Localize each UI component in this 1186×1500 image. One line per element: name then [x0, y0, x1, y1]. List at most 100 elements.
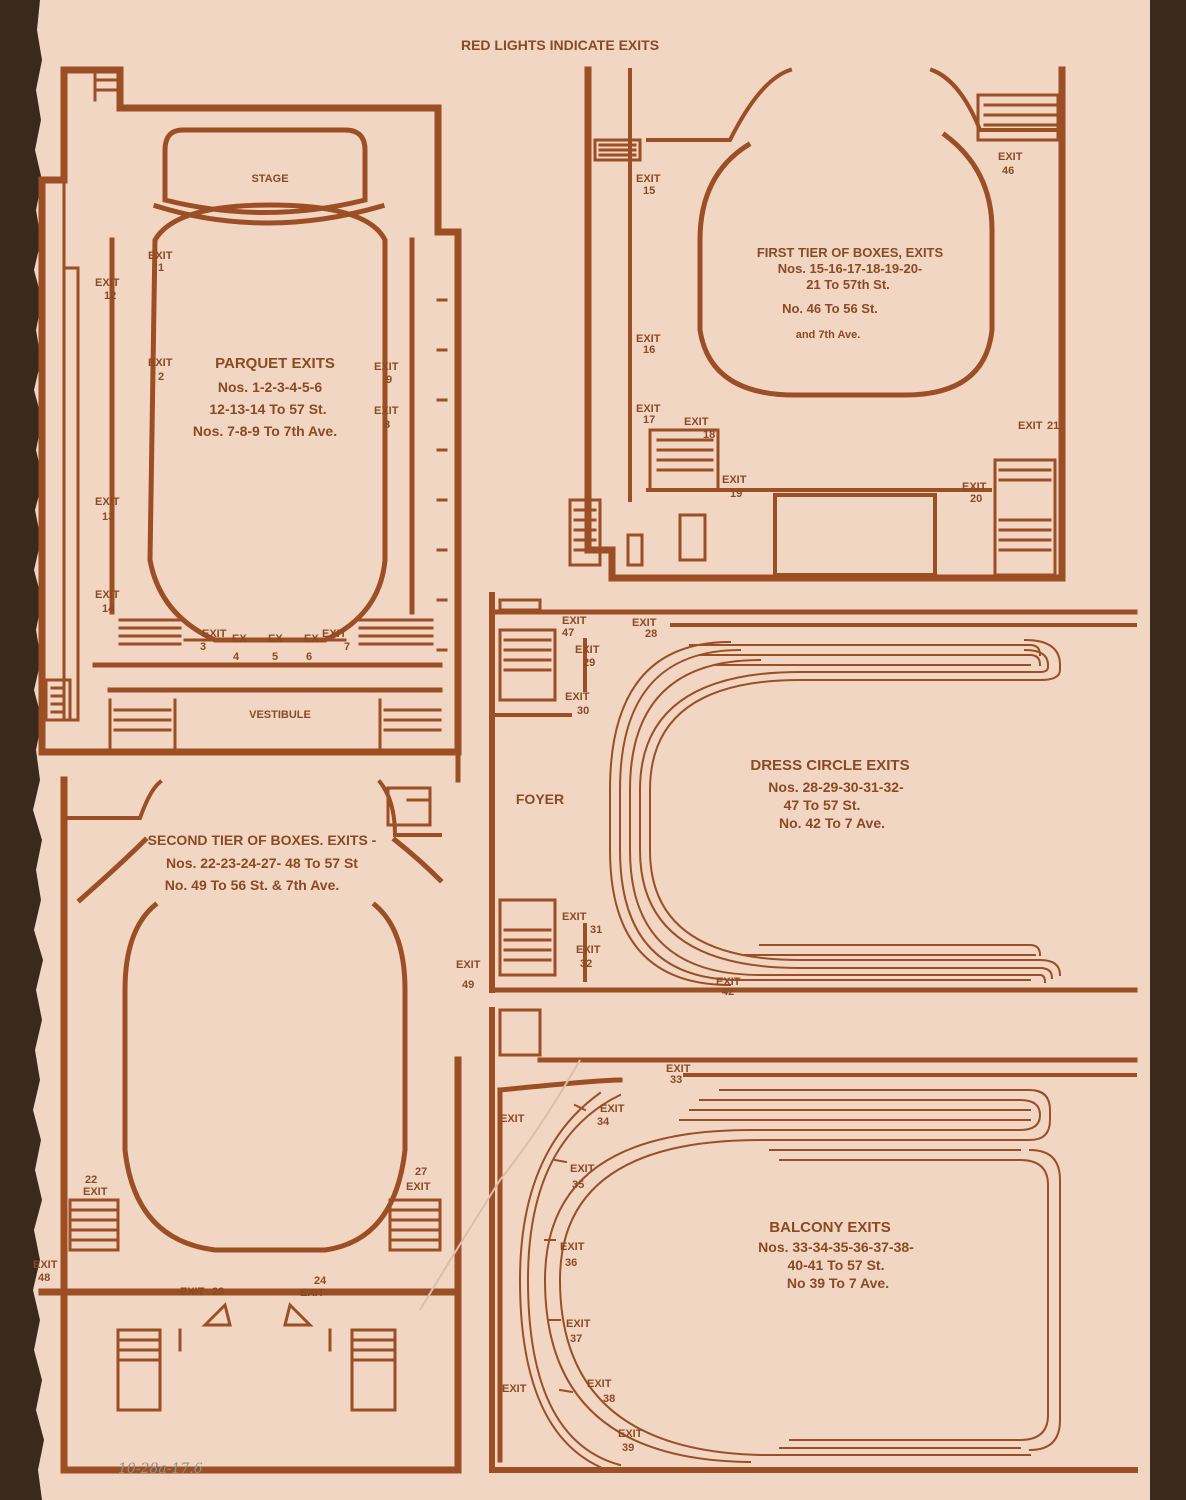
balcony-exit-num: 37: [570, 1333, 582, 1345]
balcony-exit-word: EXIT: [500, 1113, 525, 1125]
dress-circle-exit-num: 31: [590, 924, 602, 936]
second-tier-exit-word: EXIT: [406, 1181, 431, 1193]
parquet-exit-num: 7: [344, 641, 350, 653]
balcony-line2: 40-41 To 57 St.: [787, 1257, 884, 1273]
parquet-exit-num: 13: [102, 511, 114, 523]
first-tier-exit-word: EXIT: [1018, 420, 1043, 432]
second-tier-title: SECOND TIER OF BOXES. EXITS -: [148, 832, 377, 848]
parquet-exit-word: EXIT: [95, 589, 120, 601]
parquet-stage-label: STAGE: [251, 173, 288, 185]
parquet-exit-word: EX: [232, 633, 247, 645]
parquet-exit-num: 2: [158, 371, 164, 383]
balcony-exit-num: 36: [565, 1257, 577, 1269]
first-tier-exit-num: 20: [970, 493, 982, 505]
balcony-exit-num: 39: [622, 1442, 634, 1454]
balcony-exit-word: EXIT: [587, 1378, 612, 1390]
parquet-exit-word: EX: [304, 633, 319, 645]
first-tier-exit-word: EXIT: [722, 474, 747, 486]
handwritten-annotation: 10-28a-17.6: [118, 1461, 203, 1477]
dress-circle-exit-num: 32: [580, 958, 592, 970]
dress-circle-exit-word: EXIT: [562, 911, 587, 923]
parquet-exit-word: EX: [268, 633, 283, 645]
parquet-exit-word: EXIT: [202, 628, 227, 640]
first-tier-exit-word: EXIT: [636, 173, 661, 185]
first-tier-exit-word: EXIT: [962, 481, 987, 493]
dress-circle-exit-word: EXIT: [575, 644, 600, 656]
balcony-line3: No 39 To 7 Ave.: [787, 1275, 889, 1291]
dress-circle-plan: [489, 592, 1138, 993]
dress-circle-exit-num: 42: [722, 986, 734, 998]
parquet-exit-word: EXIT: [148, 357, 173, 369]
dress-circle-exit-word: EXIT: [632, 617, 657, 629]
dress-circle-exit-word: EXIT: [565, 691, 590, 703]
second-tier-exit-word: EXIT: [456, 959, 481, 971]
parquet-exit-num: 5: [272, 651, 278, 663]
parquet-exit-word: EXIT: [322, 628, 347, 640]
balcony-exit-num: 34: [597, 1116, 610, 1128]
balcony-plan: [489, 1007, 1138, 1473]
balcony-exit-word: EXIT: [666, 1063, 691, 1075]
foyer-label: FOYER: [516, 791, 564, 807]
parquet-exit-num: 8: [384, 419, 390, 431]
parquet-exit-num: 6: [306, 651, 312, 663]
first-tier-line3: No. 46 To 56 St.: [782, 301, 878, 316]
first-tier-exit-word: EXIT: [684, 416, 709, 428]
balcony-exit-num: 33: [670, 1074, 682, 1086]
second-tier-exit-word: EXIT: [33, 1259, 58, 1271]
first-tier-exit-num: 17: [643, 414, 655, 426]
first-tier-line2: 21 To 57th St.: [806, 277, 890, 292]
parquet-exit-word: EXIT: [95, 277, 120, 289]
dress-circle-exit-num: 47: [562, 627, 574, 639]
dress-circle-line3: No. 42 To 7 Ave.: [779, 815, 885, 831]
second-tier-exit-word: EXIT: [180, 1286, 205, 1298]
paper-sheet: [33, 0, 1150, 1500]
balcony-exit-word: EXIT: [618, 1428, 643, 1440]
parquet-exit-num: 3: [200, 641, 206, 653]
first-tier-line4: and 7th Ave.: [796, 329, 861, 341]
header-title: RED LIGHTS INDICATE EXITS: [461, 37, 659, 53]
dress-circle-exit-word: EXIT: [576, 944, 601, 956]
first-tier-exit-word: EXIT: [636, 403, 661, 415]
balcony-exit-word: EXIT: [570, 1163, 595, 1175]
parquet-exit-word: EXIT: [95, 496, 120, 508]
dress-circle-line1: Nos. 28-29-30-31-32-: [768, 779, 904, 795]
first-tier-line1: Nos. 15-16-17-18-19-20-: [778, 261, 923, 276]
dress-circle-exit-word: EXIT: [562, 615, 587, 627]
dress-circle-exit-word: EXIT: [716, 976, 741, 988]
first-tier-exit-num: 19: [730, 488, 742, 500]
balcony-exit-word: EXIT: [560, 1241, 585, 1253]
parquet-line1: Nos. 1-2-3-4-5-6: [218, 379, 322, 395]
parquet-exit-num: 9: [386, 374, 392, 386]
parquet-exit-num: 4: [233, 651, 240, 663]
balcony-exit-word: EXIT: [566, 1318, 591, 1330]
balcony-exit-num: 38: [603, 1393, 615, 1405]
parquet-vestibule-label: VESTIBULE: [249, 709, 311, 721]
balcony-line1: Nos. 33-34-35-36-37-38-: [758, 1239, 914, 1255]
first-tier-exit-num: 15: [643, 185, 655, 197]
parquet-exit-word: EXIT: [374, 361, 399, 373]
parquet-exit-num: 1: [158, 262, 164, 274]
second-tier-exit-num: 24: [314, 1275, 327, 1287]
second-tier-exit-word: EXIT: [300, 1287, 325, 1299]
dress-circle-line2: 47 To 57 St.: [784, 797, 861, 813]
second-tier-exit-num: 23: [212, 1286, 224, 1298]
dress-circle-exit-num: 28: [645, 628, 657, 640]
second-tier-line1: Nos. 22-23-24-27- 48 To 57 St: [166, 855, 358, 871]
first-tier-plan: [568, 66, 1066, 582]
parquet-exit-num: 12: [104, 290, 116, 302]
balcony-exit-word: EXIT: [502, 1383, 527, 1395]
second-tier-exit-word: EXIT: [83, 1186, 108, 1198]
parquet-exit-word: EXIT: [374, 405, 399, 417]
parquet-exit-word: EXIT: [148, 250, 173, 262]
parquet-title: PARQUET EXITS: [215, 355, 335, 372]
parquet-line2: 12-13-14 To 57 St.: [209, 401, 326, 417]
first-tier-title: FIRST TIER OF BOXES, EXITS: [757, 245, 944, 260]
second-tier-exit-num: 27: [415, 1166, 427, 1178]
paper-crease: [419, 1059, 581, 1311]
first-tier-exit-num: 18: [703, 429, 715, 441]
dress-circle-title: DRESS CIRCLE EXITS: [750, 757, 909, 774]
dress-circle-exit-num: 30: [577, 705, 589, 717]
second-tier-exit-num: 49: [462, 979, 474, 991]
balcony-exit-num: 35: [572, 1179, 584, 1191]
